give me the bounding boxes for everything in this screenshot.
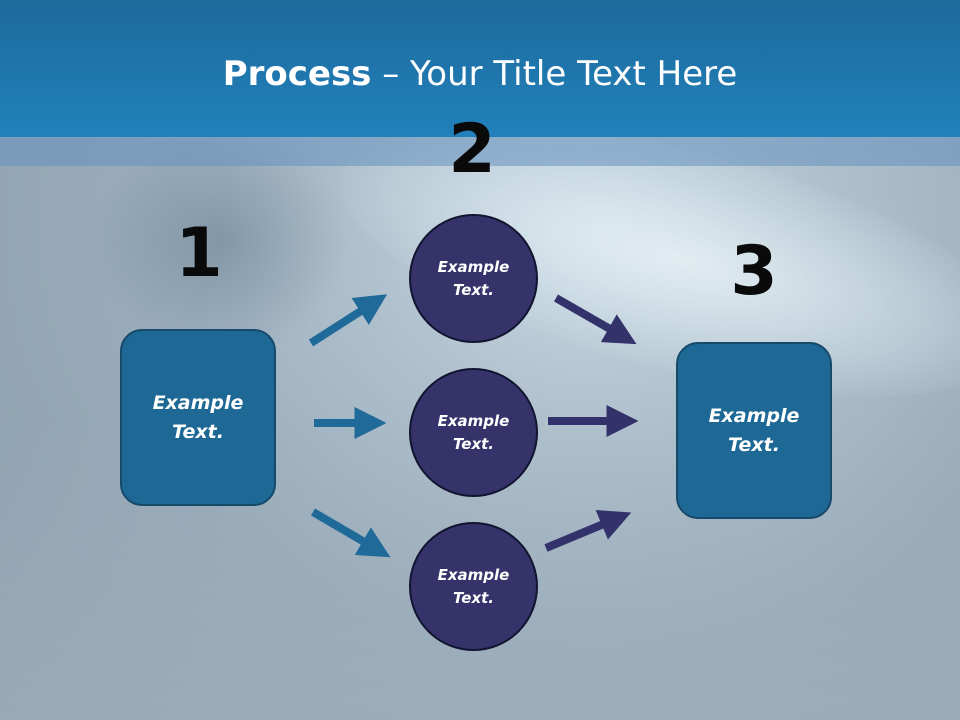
arrow-1-to-top [308, 294, 388, 347]
arrow-bottom-to-3 [544, 510, 632, 552]
title-bar [0, 0, 960, 137]
title-rest: – Your Title Text Here [371, 54, 738, 94]
step-3-box: Example Text. [676, 342, 832, 519]
title-bold: Process [222, 54, 372, 94]
step-1-number: 1 [175, 214, 223, 293]
arrow-top-to-3 [554, 294, 637, 345]
step-3-number: 3 [730, 232, 778, 311]
step-1-box: Example Text. [120, 329, 276, 506]
step-2-text-middle: Example Text. [437, 411, 510, 453]
step-2-text-bottom: Example Text. [437, 565, 510, 607]
step-2-circle-middle: Example Text. [409, 368, 538, 497]
step-2-circle-bottom: Example Text. [409, 522, 538, 651]
slide-title: Process – Your Title Text Here [0, 52, 960, 96]
title-bar-strip [0, 137, 960, 166]
step-1-text: Example Text. [152, 391, 244, 443]
step-2-text-top: Example Text. [437, 257, 510, 299]
step-2-number: 2 [448, 110, 496, 189]
step-3-text: Example Text. [708, 404, 800, 456]
step-2-circle-top: Example Text. [409, 214, 538, 343]
arrow-1-to-bottom [310, 508, 391, 558]
